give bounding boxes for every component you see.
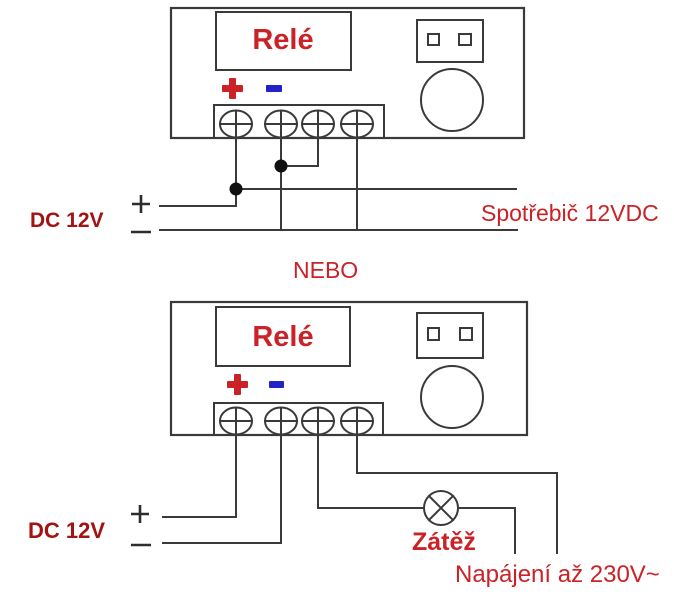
relay-plus-icon (222, 78, 243, 99)
relay-module: Relé (169, 6, 526, 140)
bottom-diagram: Relé (28, 300, 660, 588)
or-label: NEBO (293, 257, 358, 283)
terminal-block-body (213, 104, 385, 139)
screw-terminal-icon (264, 109, 298, 139)
junction-dot-icon (274, 159, 288, 173)
wires-bottom (162, 434, 558, 554)
dc-plus-icon (132, 195, 150, 213)
dc-supply-label: DC 12V (28, 518, 105, 543)
relay-box (215, 306, 351, 367)
connector-pin-icon (459, 327, 473, 341)
wires-top (159, 137, 518, 231)
sensor-connector (416, 312, 484, 359)
buzzer-circle (420, 365, 484, 429)
screw-terminal-icon (219, 109, 253, 139)
lamp-bulb-icon (423, 490, 459, 526)
load-label: Zátěž (412, 528, 476, 556)
screw-terminal-icon (340, 406, 374, 436)
output-label: Spotřebič 12VDC (481, 200, 659, 226)
screw-terminal-icon (301, 109, 335, 139)
dc-supply-top: DC 12V (30, 195, 151, 234)
relay-module: Relé (169, 300, 529, 437)
wire-terminal4-to-mains (356, 434, 558, 554)
module-body (169, 6, 526, 140)
relay-plus-icon (227, 374, 248, 395)
connector-body (416, 312, 484, 359)
relay-box (215, 11, 352, 71)
dc-supply-bottom: DC 12V (28, 505, 151, 547)
top-diagram: Relé (30, 6, 659, 234)
screw-terminal-icon (219, 406, 253, 436)
dc-plus-icon (131, 505, 149, 523)
connector-pin-icon (458, 33, 472, 46)
terminal-block (213, 104, 385, 139)
mains-label: Napájení až 230V~ (455, 561, 660, 588)
connector-pin-icon (427, 33, 440, 46)
buzzer-circle (420, 68, 484, 132)
relay-minus-icon (269, 381, 284, 388)
screw-terminal-icon (301, 406, 335, 436)
dc-supply-label: DC 12V (30, 209, 104, 232)
screw-terminal-icon (264, 406, 298, 436)
connector-pin-icon (427, 327, 440, 341)
relay-label: Relé (252, 321, 313, 353)
junction-dot-icon (229, 182, 243, 196)
sensor-connector (416, 19, 484, 63)
screw-terminal-icon (340, 109, 374, 139)
wire-terminal3-to-lamp (317, 434, 425, 509)
connector-body (416, 19, 484, 63)
relay-label: Relé (252, 24, 313, 56)
terminal-block (213, 402, 384, 436)
terminal-block-body (213, 402, 384, 436)
relay-minus-icon (266, 85, 282, 92)
wire-terminal3-link (280, 137, 319, 167)
wire-lamp-to-mains (457, 507, 516, 554)
